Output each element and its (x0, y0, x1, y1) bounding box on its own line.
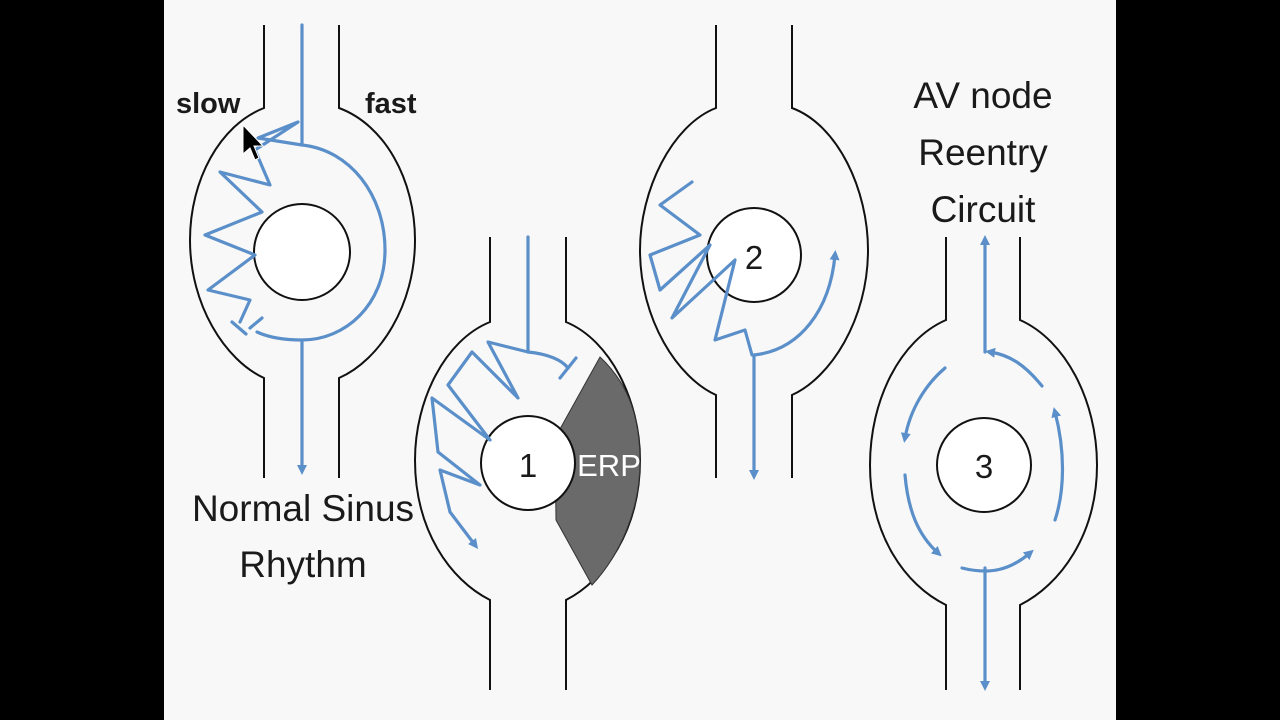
node-outline-2 (638, 25, 870, 478)
loop-arc-top-left (900, 366, 947, 443)
diagram-title-line2: Reentry (918, 132, 1048, 173)
node-outline-3 (868, 237, 1099, 690)
erp-label: ERP (577, 448, 641, 483)
step-1-label: 1 (519, 447, 537, 484)
loop-arc-right (1051, 407, 1065, 522)
normal-sinus-label-line1: Normal Sinus (192, 488, 414, 529)
right-letterbox (1116, 0, 1280, 720)
slow-block-mark-2 (248, 316, 264, 330)
node-core-1 (480, 415, 576, 511)
loop-arc-top-right (985, 347, 1044, 388)
node-core-normal (253, 203, 351, 301)
fast-block-mark-1 (558, 356, 578, 380)
panel-step-3: 3 AV node Reentry Circuit (868, 75, 1099, 691)
diagram-title-line3: Circuit (931, 189, 1037, 230)
erp-region (554, 356, 641, 586)
step-3-label: 3 (975, 448, 993, 485)
diagram-title-line1: AV node (913, 75, 1052, 116)
normal-sinus-label-line2: Rhythm (239, 544, 366, 585)
slow-pathway-1 (430, 340, 530, 549)
node-outline-normal (188, 25, 417, 478)
retrograde-arc-2 (752, 250, 840, 357)
slow-block-mark-1 (230, 320, 248, 336)
panel-step-2: 2 (638, 25, 870, 480)
loop-arc-left (903, 473, 942, 557)
fast-pathway-label: fast (365, 88, 417, 120)
node-core-3 (936, 417, 1032, 513)
mouse-cursor-icon (242, 123, 265, 161)
slow-pathway-2 (648, 180, 754, 357)
slow-pathway-label: slow (176, 88, 241, 120)
panel-normal-sinus: slow fast Normal Sinus Rhythm (176, 23, 417, 585)
slow-pathway-normal (203, 120, 304, 324)
loop-arc-bottom (960, 549, 1034, 573)
fast-pathway-1 (526, 235, 570, 370)
left-letterbox (0, 0, 164, 720)
fast-pathway-normal (255, 23, 387, 342)
slide-background (164, 0, 1116, 720)
step-2-label: 2 (745, 239, 763, 276)
panel-step-1: 1 ERP (413, 235, 642, 690)
